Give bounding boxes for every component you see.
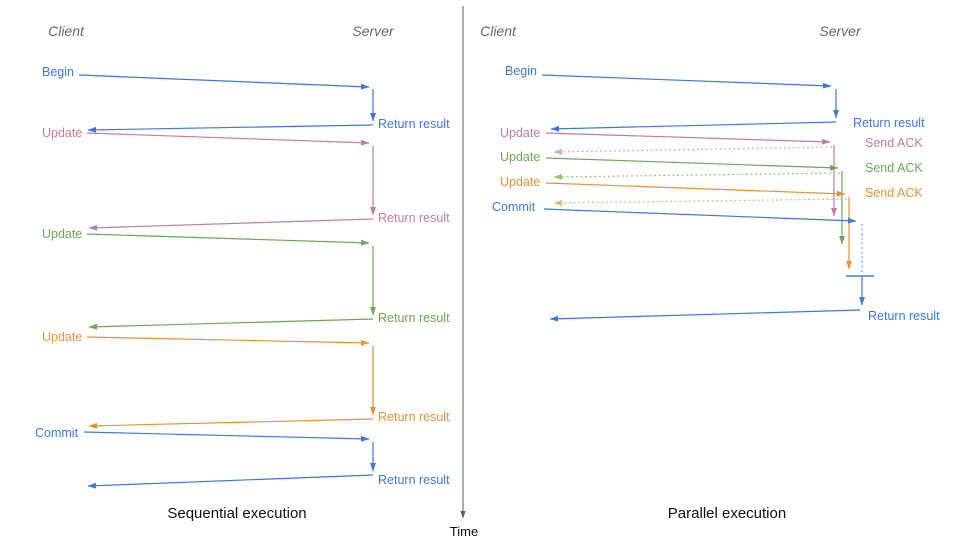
par-update3-label: Update (500, 175, 540, 189)
par-update1-ack-label: Send ACK (865, 136, 923, 150)
seq-update1-return-label: Return result (378, 211, 450, 225)
par-update1-ack-arrow (553, 146, 833, 155)
seq-commit-return-arrow (87, 474, 374, 489)
seq-update3-return-label: Return result (378, 410, 450, 424)
seq-begin-label: Begin (42, 65, 74, 79)
par-commit-label: Commit (492, 200, 536, 214)
seq-update1-label: Update (42, 126, 82, 140)
par-begin-return-arrow (550, 121, 837, 132)
sequential-panel: Client Server Begin Return result Update… (35, 23, 450, 522)
par-begin-request-arrow (541, 74, 832, 89)
seq-commit-request-arrow (83, 431, 370, 442)
seq-update3-return-arrow (88, 418, 374, 429)
par-update1-request-arrow (545, 132, 831, 145)
par-begin-return-label: Return result (853, 116, 925, 130)
seq-update2-request-arrow (86, 233, 370, 246)
par-update2-label: Update (500, 150, 540, 164)
seq-update2-label: Update (42, 227, 82, 241)
par-update2-request-arrow (545, 157, 839, 171)
parallel-panel: Client Server Begin Return result Update… (480, 23, 940, 522)
par-commit-request-arrow (543, 208, 857, 224)
par-update2-ack-arrow (553, 172, 841, 180)
par-update2-ack-label: Send ACK (865, 161, 923, 175)
par-update1-label: Update (500, 126, 540, 140)
server-header-right: Server (819, 23, 862, 39)
seq-begin-return-arrow (87, 124, 374, 133)
sequential-title: Sequential execution (167, 505, 306, 522)
time-axis-label: Time (450, 524, 478, 539)
seq-update1-request-arrow (86, 132, 370, 146)
seq-update1-return-arrow (88, 218, 374, 231)
par-commit-return-arrow (549, 309, 861, 322)
seq-commit-return-label: Return result (378, 473, 450, 487)
seq-update2-return-arrow (88, 318, 374, 330)
par-update3-ack-label: Send ACK (865, 186, 923, 200)
par-update3-request-arrow (545, 182, 846, 197)
client-header-right: Client (480, 23, 517, 39)
parallel-title: Parallel execution (668, 505, 786, 522)
seq-commit-label: Commit (35, 426, 79, 440)
seq-update3-label: Update (42, 330, 82, 344)
server-header-left: Server (352, 23, 395, 39)
par-update3-ack-arrow (553, 198, 848, 206)
par-commit-return-label: Return result (868, 309, 940, 323)
seq-begin-request-arrow (78, 74, 370, 90)
seq-begin-return-label: Return result (378, 117, 450, 131)
seq-update2-return-label: Return result (378, 311, 450, 325)
client-header-left: Client (48, 23, 85, 39)
par-begin-label: Begin (505, 64, 537, 78)
seq-update3-request-arrow (86, 336, 370, 346)
